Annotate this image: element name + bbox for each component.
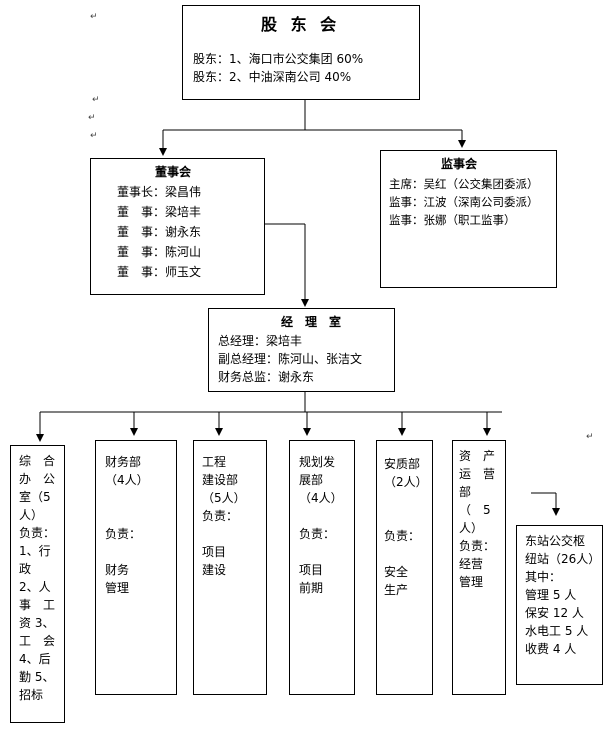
dept-text-line: （2人） [384, 475, 428, 489]
dept-text-line: 室（5 [19, 490, 51, 504]
dept-text-line: 资 3、 [19, 616, 55, 630]
dept-text-line [384, 509, 428, 527]
dept-finance: 财务部 （4人） 负责： 财务管理 [95, 440, 177, 695]
dept-text-line: 事 工 [19, 598, 56, 612]
dept-text-line: 负责： [384, 529, 421, 543]
dept-text-line: 资 产 [459, 449, 496, 463]
dept-text-line: 项目 [299, 563, 324, 577]
board-member: 董事长：梁昌伟 [117, 185, 202, 199]
dept-text-line: 财务 [105, 563, 130, 577]
dept-text-line: 经营 [459, 557, 484, 571]
board-member: 董 事：陈河山 [117, 245, 202, 259]
board-member: 董 事：梁培丰 [117, 205, 202, 219]
station-text-line: 东站公交枢 [525, 534, 586, 548]
manager-title: 经 理 室 [281, 315, 342, 329]
dept-text-line: 建设 [202, 563, 227, 577]
board-member: 董 事：师玉文 [117, 265, 202, 279]
supervisors-box: 监事会 主席：吴红（公交集团委派） 监事：江波（深南公司委派） 监事：张娜（职工… [380, 150, 557, 288]
shareholders-title: 股 东 会 [261, 15, 341, 34]
dept-text-line: 安全 [384, 565, 409, 579]
dept-text-line: 安质部 [384, 457, 421, 471]
dept-text-line: （ 5 [459, 503, 491, 517]
dept-text-line: 办 公 [19, 472, 56, 486]
station-text-line: 其中： [525, 570, 562, 584]
dept-text-line: 负责： [105, 527, 142, 541]
dept-text-line [384, 545, 428, 563]
dept-text-line: 2、人 [19, 580, 51, 594]
dept-text-line: 招标 [19, 688, 44, 702]
paragraph-mark: ↵ [90, 131, 98, 141]
dept-text-line: （4人） [105, 473, 149, 487]
manager-line: 总经理：梁培丰 [218, 334, 303, 348]
board-member: 董 事：谢永东 [117, 225, 202, 239]
dept-text-line [202, 525, 246, 543]
station-text-line: 水电工 5 人 [525, 624, 589, 638]
dept-text-line: 规划发 [299, 455, 336, 469]
dept-text-line: 生产 [384, 583, 409, 597]
dept-text-line: 综 合 [19, 454, 56, 468]
station-text-line: 保安 12 人 [525, 606, 584, 620]
dept-text-line: 负责： [202, 509, 239, 523]
dept-text-line [299, 543, 343, 561]
dept-text-line: 前期 [299, 581, 324, 595]
dept-engineering: 工程建设部 （5人） 负责： 项目建设 [193, 440, 267, 695]
dept-text-line [105, 489, 149, 507]
supervisor-member: 监事：江波（深南公司委派） [389, 195, 539, 209]
paragraph-mark: ↵ [90, 12, 98, 22]
dept-text-line: 工程 [202, 455, 227, 469]
dept-text-line: 负责： [19, 526, 56, 540]
dept-text-line: （5人） [202, 491, 246, 505]
dept-text-line [384, 491, 428, 509]
dept-safety-quality: 安质部 （2人） 负责： 安全生产 [376, 440, 433, 695]
dept-text-line: 展部 [299, 473, 324, 487]
dept-text-line: 运 营 [459, 467, 496, 481]
dept-text-line: 1、行 [19, 544, 51, 558]
shareholders-box: 股 东 会 股东：1、海口市公交集团 60% 股东：2、中油深南公司 40% [182, 5, 420, 100]
dept-text-line: 财务部 [105, 455, 142, 469]
dept-text-line: 4、后 [19, 652, 51, 666]
supervisors-title: 监事会 [441, 157, 478, 171]
dept-text-line: 勤 5、 [19, 670, 55, 684]
paragraph-mark: ↵ [586, 432, 594, 442]
board-title: 董事会 [155, 165, 192, 179]
dept-text-line: 负责： [299, 527, 336, 541]
dept-text-line: 政 [19, 562, 32, 576]
manager-box: 经 理 室 总经理：梁培丰 副总经理：陈河山、张洁文 财务总监：谢永东 [208, 308, 395, 392]
dept-general-office: 综 合办 公室（5 人） 负责： 1、行政 2、人事 工资 3、工 会 4、后勤 5、招标 [10, 445, 65, 723]
shareholder-line-1: 股东：1、海口市公交集团 60% [193, 52, 364, 66]
dept-text-line [105, 543, 149, 561]
dept-text-line: 管理 [105, 581, 130, 595]
manager-line: 财务总监：谢永东 [218, 370, 315, 384]
dept-text-line: 管理 [459, 575, 484, 589]
dept-text-line: 部 [459, 485, 472, 499]
station-text-line: 管理 5 人 [525, 588, 577, 602]
dept-text-line: 人） [459, 521, 484, 535]
dept-asset-operation: 资 产运 营部 （ 5 人） 负责： 经营管理 [452, 440, 506, 695]
paragraph-mark: ↵ [88, 113, 96, 123]
dept-text-line: 项目 [202, 545, 227, 559]
station-text-line: 收费 4 人 [525, 642, 577, 656]
paragraph-mark: ↵ [92, 95, 100, 105]
station-text-line: 纽站（26人） [525, 552, 601, 566]
manager-line: 副总经理：陈河山、张洁文 [218, 352, 363, 366]
dept-planning: 规划发展部 （4人） 负责： 项目前期 [289, 440, 355, 695]
dept-text-line: 人） [19, 508, 44, 522]
dept-text-line: 建设部 [202, 473, 239, 487]
dept-text-line [105, 507, 149, 525]
shareholder-line-2: 股东：2、中油深南公司 40% [193, 70, 352, 84]
supervisor-member: 监事：张娜（职工监事） [389, 213, 516, 227]
dept-text-line: 负责： [459, 539, 496, 553]
dept-text-line [299, 507, 343, 525]
supervisor-member: 主席：吴红（公交集团委派） [389, 177, 539, 191]
dept-text-line: 工 会 [19, 634, 56, 648]
board-box: 董事会 董事长：梁昌伟 董 事：梁培丰 董 事：谢永东 董 事：陈河山 董 事：… [90, 158, 265, 295]
dept-text-line: （4人） [299, 491, 343, 505]
station-box: 东站公交枢纽站（26人） 其中： 管理 5 人保安 12 人水电工 5 人收费 4 … [516, 525, 603, 685]
